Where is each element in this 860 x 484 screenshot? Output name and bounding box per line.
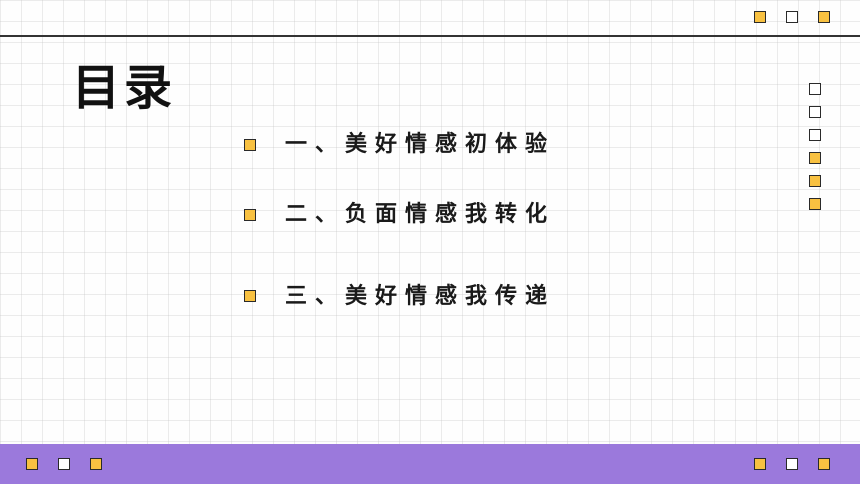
square-outline-icon	[786, 458, 798, 470]
square-filled-icon	[754, 11, 766, 23]
bullet-square-icon	[244, 290, 256, 302]
square-filled-icon	[809, 198, 821, 210]
square-filled-icon	[809, 175, 821, 187]
square-filled-icon	[90, 458, 102, 470]
toc-item-label: 二、负面情感我转化	[285, 202, 556, 227]
toc-item-label: 一、美好情感初体验	[285, 132, 556, 157]
square-filled-icon	[818, 458, 830, 470]
bullet-square-icon	[244, 209, 256, 221]
square-outline-icon	[58, 458, 70, 470]
page-title: 目录	[72, 60, 177, 116]
toc-item-label: 三、美好情感我传递	[285, 284, 556, 309]
bullet-square-icon	[244, 139, 256, 151]
square-outline-icon	[809, 106, 821, 118]
square-outline-icon	[809, 129, 821, 141]
footer-bar	[0, 444, 860, 484]
square-outline-icon	[809, 83, 821, 95]
square-filled-icon	[26, 458, 38, 470]
square-filled-icon	[754, 458, 766, 470]
square-filled-icon	[809, 152, 821, 164]
header-divider	[0, 35, 860, 37]
square-outline-icon	[786, 11, 798, 23]
square-filled-icon	[818, 11, 830, 23]
